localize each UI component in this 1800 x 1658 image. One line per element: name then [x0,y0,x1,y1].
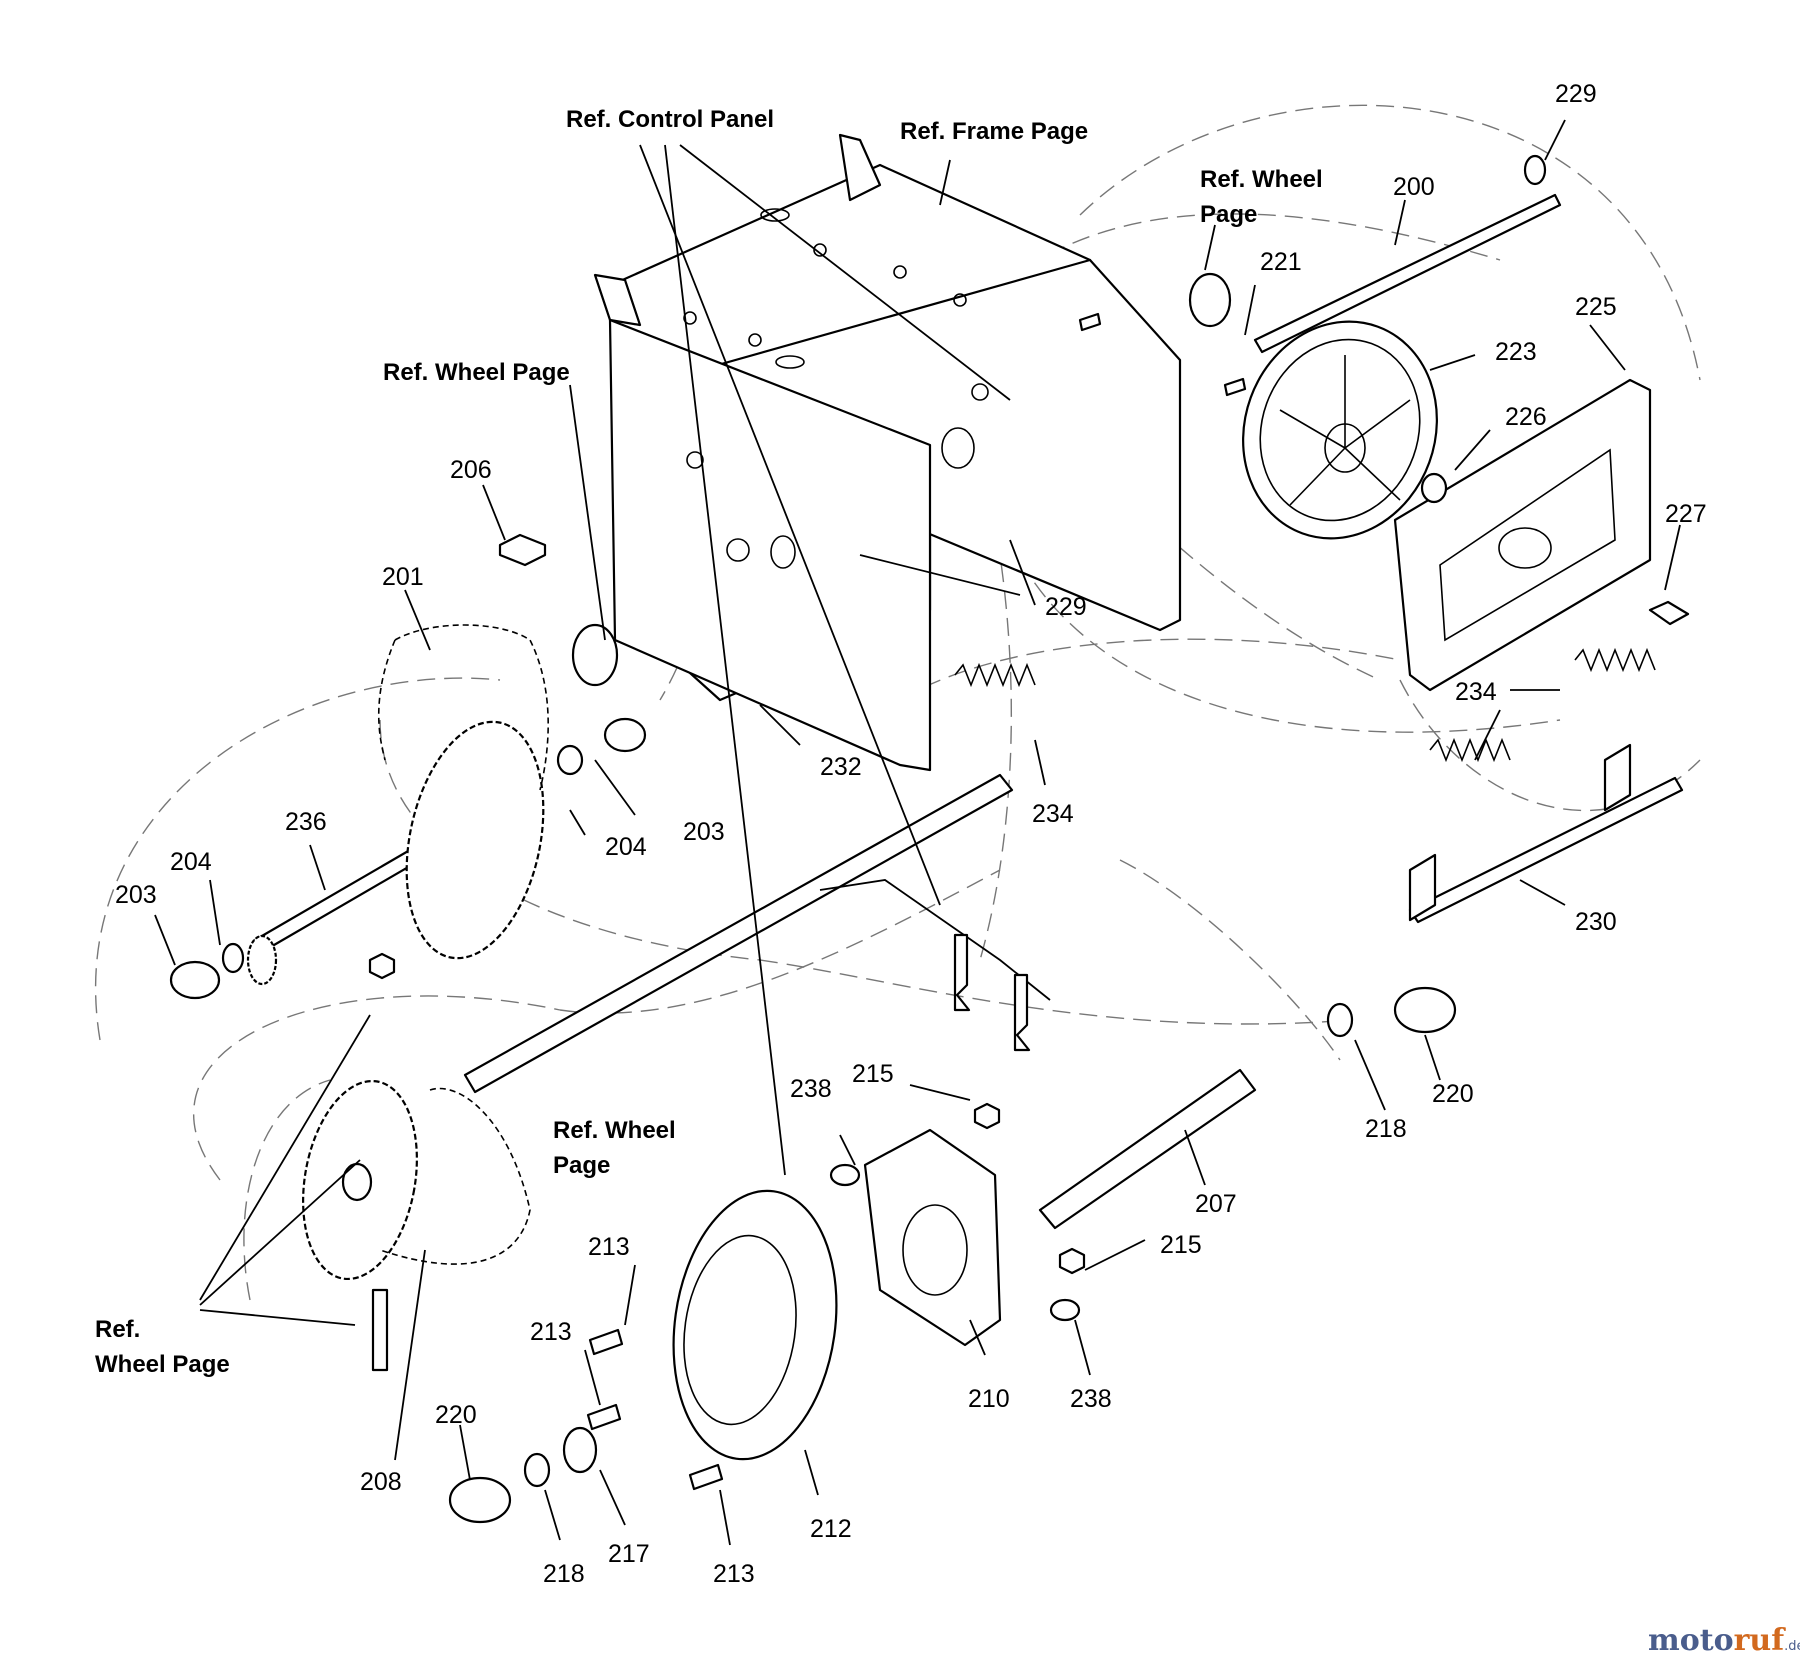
ref-wheel-page-left: Ref. Wheel Page [383,359,570,386]
part-204-lower: 204 [170,848,212,876]
chains [377,624,549,1265]
hardware [169,154,1690,1524]
ref-frame-page: Ref. Frame Page [900,118,1088,145]
part-238-top: 238 [790,1075,832,1103]
part-206: 206 [450,456,492,484]
part-213-upper: 213 [588,1233,630,1261]
ref-wheel-page-top-line1: Ref. Wheel [1200,166,1323,193]
reference-lines [199,144,1216,1326]
part-215-bottom: 215 [1160,1231,1202,1259]
part-226: 226 [1505,403,1547,431]
leader-lines [154,119,1681,1546]
part-220-left: 220 [435,1401,477,1429]
part-213-lower: 213 [713,1560,755,1588]
part-217: 217 [608,1540,650,1568]
ref-wheel-page-bottom-line2: Wheel Page [95,1351,230,1378]
part-215-top: 215 [852,1060,894,1088]
ref-control-panel: Ref. Control Panel [566,106,774,133]
part-227: 227 [1665,500,1707,528]
part-236: 236 [285,808,327,836]
part-200: 200 [1393,173,1435,201]
part-238-bottom: 238 [1070,1385,1112,1413]
part-207: 207 [1195,1190,1237,1218]
part-213-middle: 213 [530,1318,572,1346]
part-223: 223 [1495,338,1537,366]
part-225: 225 [1575,293,1617,321]
part-218-right: 218 [1365,1115,1407,1143]
watermark-suffix: .de [1784,1639,1800,1654]
part-number-labels: 229 200 221 225 223 226 227 206 201 229 … [115,80,1707,1588]
part-230: 230 [1575,908,1617,936]
part-234-right: 234 [1455,678,1497,706]
part-212: 212 [810,1515,852,1543]
bracket-plate [1393,378,1652,692]
wheel [1242,320,1438,540]
sprockets [246,720,545,1281]
part-234-middle: 234 [1032,800,1074,828]
part-232: 232 [820,753,862,781]
ref-wheel-page-mid-line1: Ref. Wheel [553,1117,676,1144]
watermark-part1: moto [1648,1623,1734,1658]
springs [954,647,1656,763]
part-221: 221 [1260,248,1302,276]
part-210: 210 [968,1385,1010,1413]
part-220-right: 220 [1432,1080,1474,1108]
svg-text:motoruf.de: motoruf.de [1648,1623,1800,1658]
friction-disc [672,1128,1002,1461]
ref-wheel-page-bottom-line1: Ref. [95,1316,140,1343]
part-208: 208 [360,1468,402,1496]
ref-wheel-page-top-line2: Page [1200,201,1257,228]
watermark-logo: motoruf.de [1648,1623,1800,1658]
ref-wheel-page-mid-line2: Page [553,1152,610,1179]
part-203-lower: 203 [115,881,157,909]
part-201: 201 [382,563,424,591]
part-229-middle: 229 [1045,593,1087,621]
part-203-upper: 203 [683,818,725,846]
part-218-left: 218 [543,1560,585,1588]
watermark-part2: ruf [1734,1623,1787,1658]
part-229-top: 229 [1555,80,1597,108]
reference-labels: Ref. Control Panel Ref. Frame Page Ref. … [95,106,1323,1378]
part-204-upper: 204 [605,833,647,861]
frame-housing [593,133,1182,772]
